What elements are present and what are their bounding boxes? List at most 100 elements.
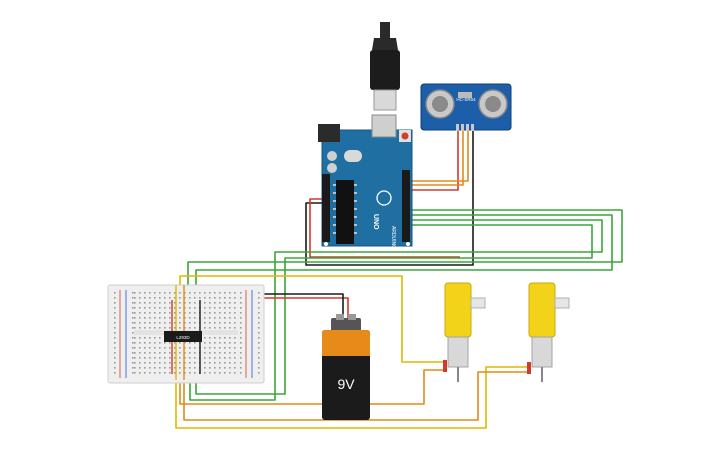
wire-arduino-5v[interactable]: [309, 198, 460, 258]
breadboard-hole: [174, 292, 176, 294]
rail-hole: [258, 292, 260, 294]
breadboard-hole: [144, 317, 146, 319]
breadboard-hole: [149, 312, 151, 314]
breadboard-hole: [214, 327, 216, 329]
wire-motor1-b[interactable]: [179, 369, 443, 405]
rail-hole: [132, 307, 134, 309]
breadboard-hole: [174, 302, 176, 304]
rail-hole: [132, 342, 134, 344]
breadboard-hole: [149, 347, 151, 349]
breadboard-hole: [179, 347, 181, 349]
breadboard-hole: [189, 292, 191, 294]
breadboard-hole: [234, 307, 236, 309]
breadboard-hole: [214, 297, 216, 299]
breadboard-hole: [204, 292, 206, 294]
breadboard-hole: [189, 367, 191, 369]
mount-hole-2: [406, 242, 410, 246]
breadboard-hole: [149, 317, 151, 319]
rail-hole: [240, 372, 242, 374]
rail-hole: [114, 367, 116, 369]
breadboard-hole: [229, 312, 231, 314]
rail-hole: [132, 312, 134, 314]
rail-hole: [132, 317, 134, 319]
wire-motor1-a[interactable]: [179, 275, 443, 363]
breadboard-hole: [189, 302, 191, 304]
arduino-uno[interactable]: ARDUINO UNO: [318, 114, 413, 249]
rail-hole: [258, 337, 260, 339]
wire-battery-pos[interactable]: [259, 297, 349, 318]
breadboard-hole: [159, 317, 161, 319]
rail-hole: [240, 347, 242, 349]
rail-hole: [114, 347, 116, 349]
breadboard-hole: [229, 307, 231, 309]
wire-sensor-vcc[interactable]: [410, 130, 459, 191]
breadboard-hole: [149, 372, 151, 374]
usb-plug-icon: [380, 22, 390, 38]
wire-green-1[interactable]: [187, 209, 623, 285]
breadboard-hole: [159, 372, 161, 374]
digital-header[interactable]: [402, 170, 410, 242]
rail-hole: [258, 312, 260, 314]
wire-motor2-b[interactable]: [183, 371, 527, 421]
wire-motor2-a[interactable]: [175, 366, 527, 429]
breadboard-hole: [219, 297, 221, 299]
rail-hole: [114, 312, 116, 314]
rail-hole: [240, 317, 242, 319]
rail-hole: [114, 292, 116, 294]
breadboard-hole: [224, 312, 226, 314]
battery-terminal-neg: [336, 314, 344, 320]
dc-motor-left[interactable]: [443, 282, 486, 382]
breadboard-hole: [219, 357, 221, 359]
breadboard-hole: [169, 342, 171, 344]
breadboard-hole: [184, 372, 186, 374]
ultrasonic-sensor[interactable]: HC-SR04: [420, 83, 512, 131]
breadboard-hole: [184, 352, 186, 354]
breadboard-hole: [139, 317, 141, 319]
wire-green-2[interactable]: [195, 214, 613, 285]
breadboard-hole: [174, 352, 176, 354]
breadboard-hole: [214, 322, 216, 324]
motor-right-gearbox: [528, 282, 556, 338]
wire-sensor-echo[interactable]: [410, 130, 469, 182]
breadboard-hole: [204, 362, 206, 364]
breadboard-hole: [154, 327, 156, 329]
breadboard-hole: [194, 322, 196, 324]
breadboard-hole: [179, 327, 181, 329]
breadboard-hole: [174, 297, 176, 299]
breadboard-hole: [164, 312, 166, 314]
breadboard-hole: [144, 342, 146, 344]
breadboard-hole: [159, 297, 161, 299]
wire-green-3[interactable]: [189, 219, 603, 401]
power-analog-header[interactable]: [322, 174, 330, 242]
sensor-crystal: [458, 92, 472, 98]
rail-hole: [240, 352, 242, 354]
breadboard-hole: [234, 322, 236, 324]
breadboard-hole: [219, 337, 221, 339]
breadboard-hole: [189, 352, 191, 354]
wire-green-4[interactable]: [195, 224, 593, 395]
breadboard-hole: [134, 357, 136, 359]
reset-button[interactable]: [401, 132, 409, 140]
wire-sensor-trig[interactable]: [410, 130, 464, 186]
wire-battery-neg[interactable]: [259, 293, 344, 318]
usb-cable[interactable]: [370, 22, 400, 111]
rail-hole: [240, 357, 242, 359]
breadboard-hole: [229, 302, 231, 304]
breadboard-hole: [229, 357, 231, 359]
motor-driver-chip[interactable]: L293D: [164, 331, 202, 342]
motor-left-gearbox: [444, 282, 472, 338]
battery-9v[interactable]: 9V: [322, 314, 370, 420]
breadboard-hole: [149, 357, 151, 359]
rail-hole: [114, 327, 116, 329]
breadboard-hole: [179, 292, 181, 294]
breadboard-hole: [164, 367, 166, 369]
breadboard-hole: [189, 357, 191, 359]
rail-hole: [132, 337, 134, 339]
breadboard-hole: [164, 357, 166, 359]
rail-hole: [132, 327, 134, 329]
breadboard-hole: [184, 347, 186, 349]
breadboard-hole: [159, 362, 161, 364]
rail-hole: [132, 332, 134, 334]
breadboard-hole: [229, 292, 231, 294]
dc-motor-right[interactable]: [527, 282, 570, 382]
